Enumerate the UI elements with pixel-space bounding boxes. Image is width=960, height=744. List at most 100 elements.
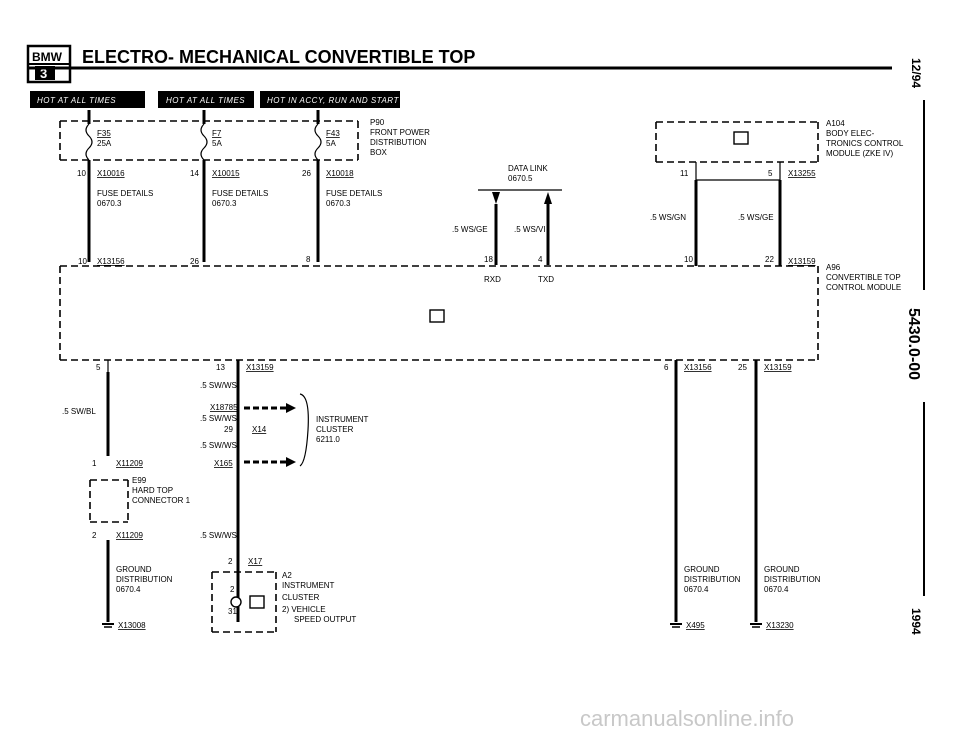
hot-label-1-text: HOT AT ALL TIMES — [37, 96, 116, 105]
hardtop-desc-1: HARD TOP — [132, 486, 173, 495]
data-link-wire1: .5 WS/GE — [452, 225, 488, 234]
hardtop-desc-2: CONNECTOR 1 — [132, 496, 191, 505]
cluster-desc-3: 6211.0 — [316, 435, 340, 444]
side-doc-number: 5430.0-00 — [905, 308, 922, 380]
hot-label-1 — [30, 91, 145, 108]
logo-text: BMW — [32, 50, 63, 64]
top-module-outline — [59, 265, 819, 361]
fuse-f7-details-2: 0670.3 — [212, 199, 237, 208]
arrow-icon — [286, 457, 296, 467]
txd-arrow — [544, 192, 552, 204]
pin-13: 13 — [216, 363, 225, 372]
ground-icon — [670, 623, 682, 628]
body-pin-bottom-right: 22 — [765, 255, 774, 264]
top-module-id: A96 — [826, 263, 841, 272]
hardtop-id: E99 — [132, 476, 147, 485]
fuse-f43-conn: X10018 — [326, 169, 354, 178]
hardtop-outline — [89, 479, 129, 523]
a2-desc-3: 2) VEHICLE — [282, 605, 326, 614]
ground-right-desc-2: DISTRIBUTION — [764, 575, 821, 584]
ground-icon — [750, 623, 762, 628]
a2-desc-2: CLUSTER — [282, 593, 320, 602]
x17-conn: X17 — [248, 557, 263, 566]
fuse-column-f7: F7 5A 14 X10015 FUSE DETAILS 0670.3 — [190, 110, 268, 262]
ground-mid-desc-2: DISTRIBUTION — [684, 575, 741, 584]
wire-sw-bl: .5 SW/BL — [62, 407, 96, 416]
page-title: ELECTRO- MECHANICAL CONVERTIBLE TOP — [82, 47, 475, 67]
fuse-f35-conn: X10016 — [97, 169, 125, 178]
cluster-bracket — [299, 393, 309, 467]
fuse-f7-conn: X10015 — [212, 169, 240, 178]
pin-29: 29 — [224, 425, 233, 434]
hot-label-3-text: HOT IN ACCY, RUN AND START — [267, 96, 399, 105]
fuse-f7-pin: 14 — [190, 169, 199, 178]
txd-label: TXD — [538, 275, 554, 284]
top-pin-26: 26 — [190, 257, 199, 266]
body-pin-bottom-left: 10 — [684, 255, 693, 264]
body-module-desc-3: MODULE (ZKE IV) — [826, 149, 893, 158]
a2-pin31: 31 — [228, 607, 237, 616]
side-date: 12/94 — [909, 58, 923, 88]
data-link-pin2: 4 — [538, 255, 543, 264]
fuse-f7-rating: 5A — [212, 139, 222, 148]
ground-mid-desc-1: GROUND — [684, 565, 720, 574]
fuse-box-id: P90 — [370, 118, 385, 127]
body-module-outline — [655, 121, 819, 163]
rxd-label: RXD — [484, 275, 501, 284]
pin-25: 25 — [738, 363, 747, 372]
fuse-f7-details-1: FUSE DETAILS — [212, 189, 268, 198]
conn-25: X13159 — [764, 363, 792, 372]
ground-right-desc-3: 0670.4 — [764, 585, 789, 594]
ground-right-conn: X13230 — [766, 621, 794, 630]
fuse-f35-details-1: FUSE DETAILS — [97, 189, 153, 198]
fuse-f43-details-1: FUSE DETAILS — [326, 189, 382, 198]
a2-desc-4: SPEED OUTPUT — [294, 615, 356, 624]
splice-1: X18785 — [210, 403, 238, 412]
top-left-conn: X13156 — [97, 257, 125, 266]
top-conn: X13159 — [788, 257, 816, 266]
splice-2: X165 — [214, 459, 233, 468]
side-year: 1994 — [909, 608, 923, 635]
wire-bottom: .5 SW/WS — [200, 531, 237, 540]
pin-6: 6 — [664, 363, 669, 372]
wire-s2: .5 SW/WS — [200, 441, 237, 450]
body-pin-right: 5 — [768, 169, 773, 178]
fuse-column-f43: F43 5A 26 X10018 FUSE DETAILS 0670.3 — [302, 110, 382, 262]
top-pin-10: 10 — [78, 257, 87, 266]
fuse-column-f35: F35 25A 10 X10016 FUSE DETAILS 0670.3 — [77, 110, 153, 262]
bmw-logo: BMW 3 — [26, 44, 72, 84]
watermark: carmanualsonline.info — [580, 706, 794, 731]
output-circle-icon — [230, 596, 242, 608]
fuse-box-desc-2: DISTRIBUTION — [370, 138, 427, 147]
top-module-desc-2: CONTROL MODULE — [826, 283, 901, 292]
wire-s1: .5 SW/WS — [200, 414, 237, 423]
ground-left-desc-3: 0670.4 — [116, 585, 141, 594]
logo-series: 3 — [40, 66, 47, 81]
top-module-desc-1: CONVERTIBLE TOP — [826, 273, 901, 282]
fuse-f43-name: F43 — [326, 129, 340, 138]
rxd-arrow — [492, 192, 500, 204]
pin-5: 5 — [96, 363, 101, 372]
conn-13: X13159 — [246, 363, 274, 372]
body-module-id: A104 — [826, 119, 845, 128]
body-module-desc-2: TRONICS CONTROL — [826, 139, 904, 148]
hot-label-3 — [260, 91, 400, 108]
fuse-f35-details-2: 0670.3 — [97, 199, 122, 208]
ground-right-desc-1: GROUND — [764, 565, 800, 574]
fuse-f43-details-2: 0670.3 — [326, 199, 351, 208]
ground-left-conn: X13008 — [118, 621, 146, 630]
ground-left-desc-2: DISTRIBUTION — [116, 575, 173, 584]
data-link-ref: 0670.5 — [508, 174, 533, 183]
data-link-pin1: 18 — [484, 255, 493, 264]
body-wire-right: .5 WS/GE — [738, 213, 774, 222]
module-symbol-icon — [249, 595, 265, 609]
fuse-f43-rating: 5A — [326, 139, 336, 148]
x17-pin: 2 — [228, 557, 233, 566]
conn-29: X14 — [252, 425, 267, 434]
a2-pin2: 2 — [230, 585, 235, 594]
module-symbol-icon — [733, 131, 749, 145]
ground-mid-desc-3: 0670.4 — [684, 585, 709, 594]
ground-left-desc-1: GROUND — [116, 565, 152, 574]
arrow-icon — [286, 403, 296, 413]
